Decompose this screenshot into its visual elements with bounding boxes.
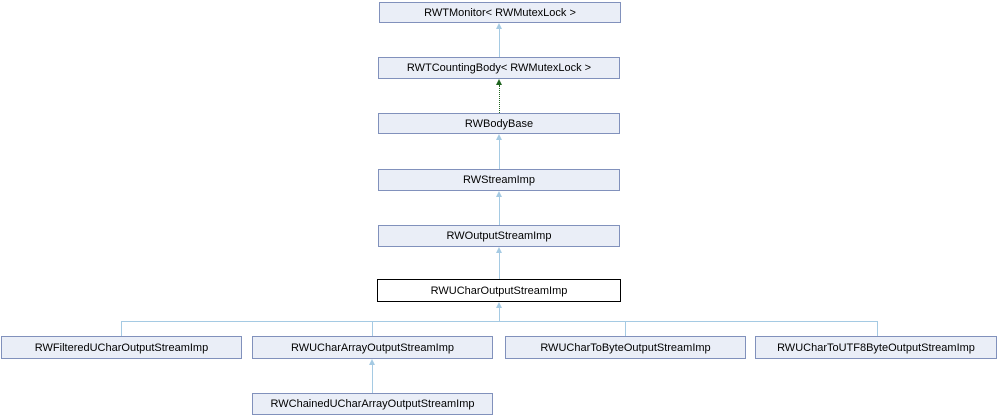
template-edge-bodybase-to-countingbody [499,85,500,113]
class-node-rwfiltereducharoutputstreamimp[interactable]: RWFilteredUCharOutputStreamImp [1,336,242,359]
class-node-rwstreamimp[interactable]: RWStreamImp [378,169,620,191]
class-node-rwuchararrayoutputstreamimp[interactable]: RWUCharArrayOutputStreamImp [252,336,493,359]
children-connector-bus [121,321,878,322]
inheritance-edge-countingbody-to-monitor [499,29,500,57]
class-node-rwoutputstreamimp[interactable]: RWOutputStreamImp [378,225,620,247]
connector-stub-tobyte [625,321,626,336]
inheritance-edge-streamimp-to-bodybase [499,140,500,169]
class-node-rwucharoutputstreamimp-current: RWUCharOutputStreamImp [377,279,621,302]
inheritance-edge-outputstreamimp-to-streamimp [499,197,500,225]
inheritance-edge-children-to-ucharoutput [499,308,500,321]
class-node-rwbodybase[interactable]: RWBodyBase [378,113,620,134]
arrow-up-icon [369,359,375,365]
inheritance-edge-ucharoutput-to-outputstreamimp [499,253,500,279]
class-node-rwchaineduchararrayoutputstreamimp[interactable]: RWChainedUCharArrayOutputStreamImp [252,393,493,415]
inheritance-edge-chained-to-array [372,365,373,393]
connector-stub-array [372,321,373,336]
class-node-rwuchartobyteoutputstreamimp[interactable]: RWUCharToByteOutputStreamImp [505,336,746,359]
class-node-rwtcountingbody[interactable]: RWTCountingBody< RWMutexLock > [378,57,620,79]
arrow-up-icon [496,247,502,253]
connector-stub-toutf8 [877,321,878,336]
class-node-rwuchartoutf8byteoutputstreamimp[interactable]: RWUCharToUTF8ByteOutputStreamImp [755,336,997,359]
connector-stub-filtered [121,321,122,336]
class-node-rwtmonitor[interactable]: RWTMonitor< RWMutexLock > [379,2,621,23]
arrow-up-icon-green [496,79,502,85]
arrow-up-icon [496,191,502,197]
arrow-up-icon [496,23,502,29]
arrow-up-icon [496,134,502,140]
arrow-up-icon [496,302,502,308]
